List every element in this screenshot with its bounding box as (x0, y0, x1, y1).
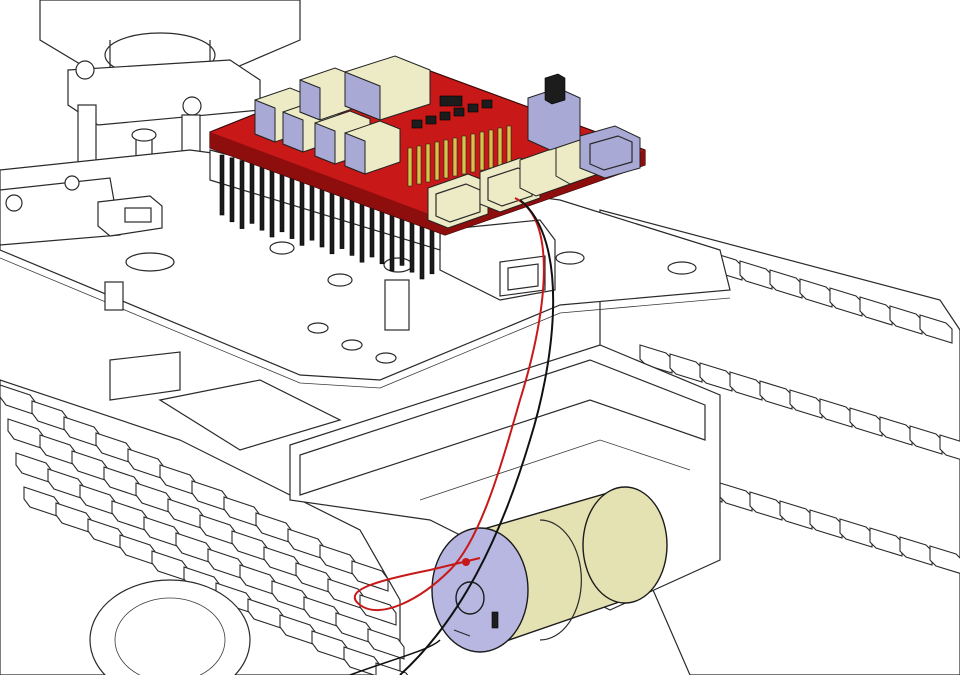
header-pin (289, 174, 295, 239)
slide-switch (97, 195, 163, 237)
header-pin (279, 171, 285, 233)
motor-wire-red (353, 197, 545, 611)
track-link (779, 500, 813, 530)
track-link (889, 305, 923, 335)
header-pin (239, 160, 245, 229)
smd-component (411, 119, 423, 129)
track-link (869, 527, 903, 557)
gear-motor (431, 486, 668, 653)
track-link (879, 416, 913, 446)
header-pin (416, 145, 422, 185)
ic-chip (439, 95, 463, 107)
controller-board (209, 149, 441, 280)
motor-wires (349, 197, 555, 675)
track-link (849, 407, 883, 437)
header-pin (497, 127, 503, 167)
track-link (375, 662, 409, 675)
header-pin (479, 131, 485, 171)
header-pin (461, 135, 467, 175)
header-pin (488, 129, 494, 169)
track-link (749, 491, 783, 521)
header-pin (470, 133, 476, 173)
header-pin (219, 154, 225, 216)
header-pin (249, 163, 255, 224)
header-pin (443, 139, 449, 179)
track-link (669, 353, 703, 383)
track-link (739, 260, 773, 290)
header-pin (506, 125, 512, 165)
track-link (759, 380, 793, 410)
header-pin (319, 182, 325, 248)
header-pin (452, 137, 458, 177)
track-link (809, 509, 843, 539)
motor-driver-shield (209, 55, 646, 236)
header-pin (229, 157, 235, 223)
track-link (367, 628, 405, 660)
motor-connector-row (427, 125, 641, 229)
usb-b-port (439, 219, 556, 301)
track-link (769, 269, 803, 299)
track-link (919, 314, 953, 344)
track-link (839, 518, 873, 548)
track-link (699, 362, 733, 392)
track-link (819, 398, 853, 428)
track-link (789, 389, 823, 419)
header-pin (434, 141, 440, 181)
track-link (859, 296, 893, 326)
top-chassis-plate (0, 149, 731, 389)
smd-component (481, 99, 493, 109)
track-link (899, 536, 933, 566)
track-link (729, 371, 763, 401)
smd-component (453, 107, 465, 117)
motor-wire-black (399, 199, 555, 675)
left-track (0, 379, 409, 675)
header-pin (425, 143, 431, 183)
track-link (829, 287, 863, 317)
track-link (929, 545, 960, 574)
power-switch (527, 73, 581, 151)
track-link (939, 434, 960, 460)
track-link (909, 425, 943, 455)
servo-connector-row (254, 55, 431, 175)
header-pin (269, 168, 275, 238)
header-pin (309, 179, 315, 241)
header-pin (259, 165, 265, 231)
smd-component (439, 111, 451, 121)
smd-component (467, 103, 479, 113)
smd-component (425, 115, 437, 125)
header-pin (329, 185, 335, 255)
track-link (639, 344, 673, 374)
header-pin (299, 177, 305, 246)
header-pin (407, 147, 413, 187)
track-link (351, 560, 389, 592)
track-link (799, 278, 833, 308)
